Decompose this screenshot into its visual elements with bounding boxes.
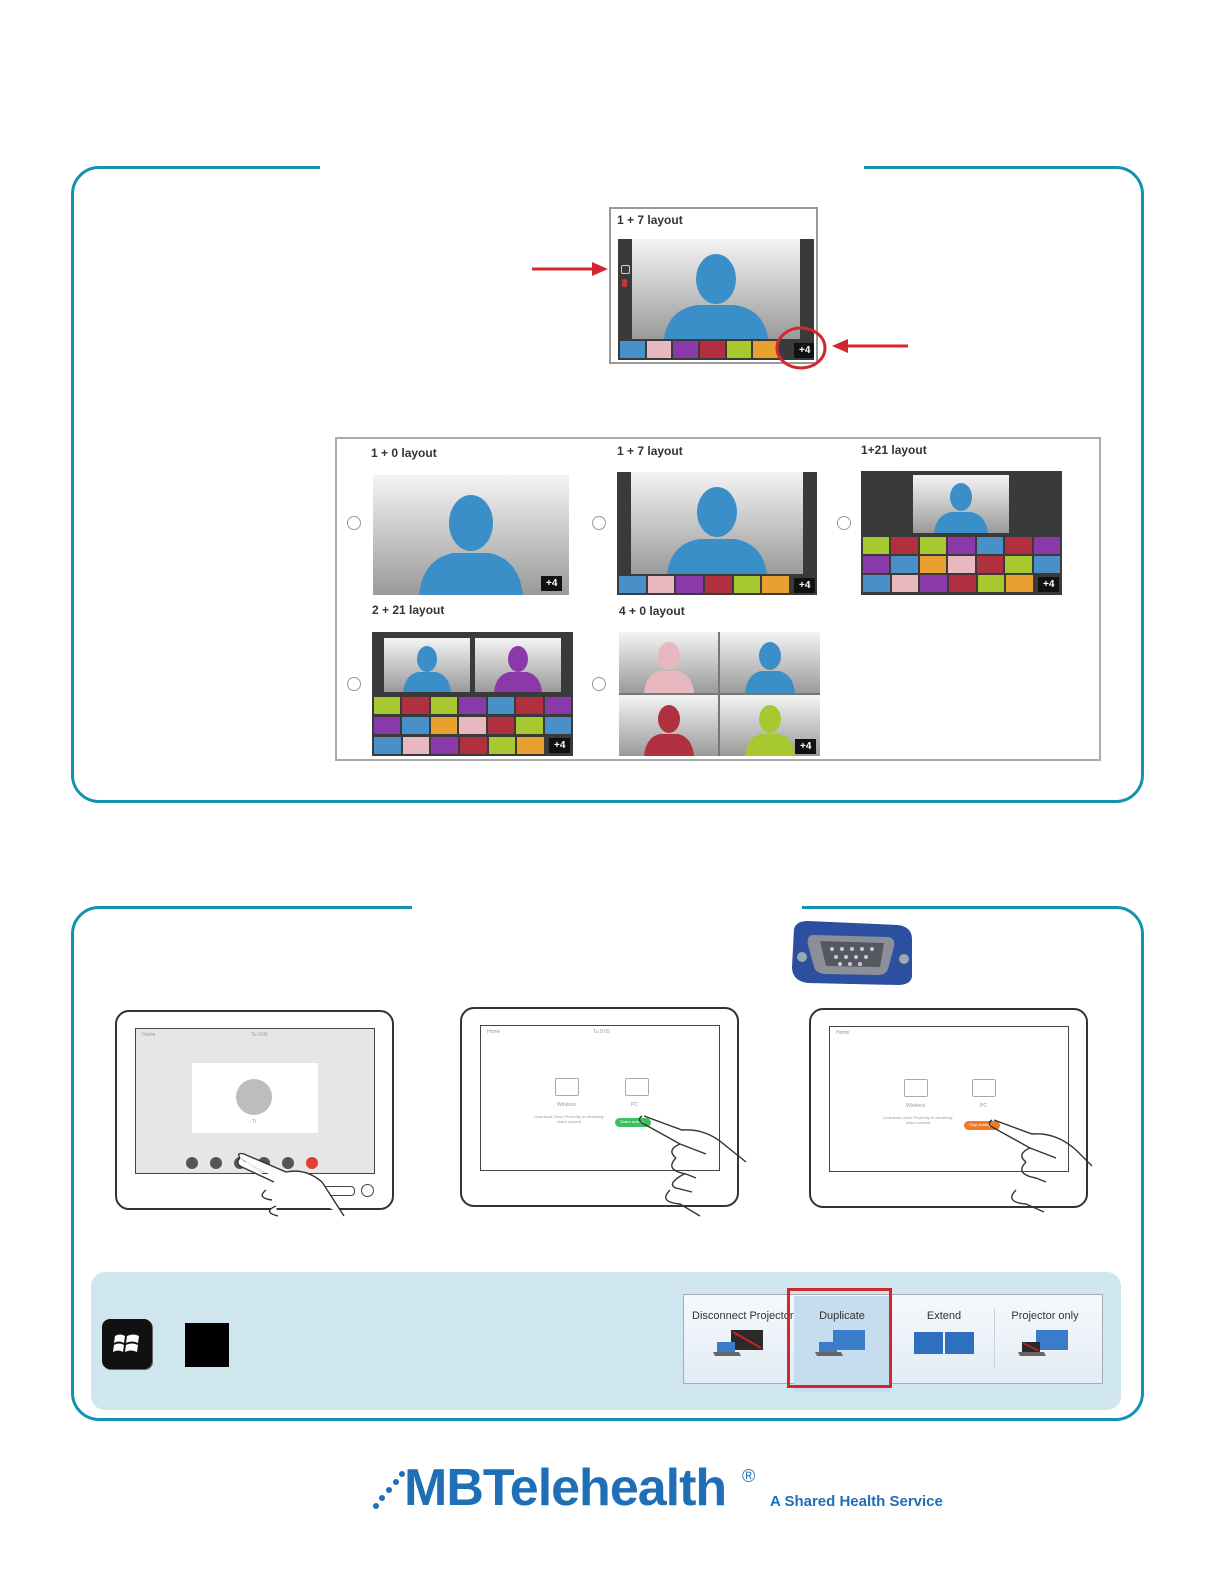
layout-option-radio[interactable] (592, 677, 606, 691)
layout-option-radio[interactable] (592, 516, 606, 530)
overflow-badge: +4 (794, 343, 814, 358)
projector-only-option[interactable]: Projector only (997, 1296, 1093, 1392)
layout-option-title: 2 + 21 layout (372, 603, 445, 617)
person-silhouette-icon (644, 705, 694, 756)
p-key (185, 1323, 229, 1367)
brand-logo: MBTelehealth (404, 1459, 727, 1517)
mic-muted-icon (622, 279, 627, 287)
arrow-right-icon (532, 262, 608, 276)
layout-option-radio[interactable] (347, 677, 361, 691)
wireless-label: Wireless (557, 1102, 577, 1108)
option-divider (994, 1308, 995, 1368)
stop-sharing-button[interactable]: Stop sharing (964, 1121, 1000, 1130)
overflow-badge: +4 (1038, 577, 1060, 592)
person-silhouette-icon (745, 642, 795, 693)
person-silhouette-icon (644, 642, 694, 693)
overflow-badge: +4 (549, 738, 571, 753)
overflow-badge: +4 (794, 578, 816, 593)
brand-tagline: A Shared Health Service (770, 1493, 943, 1510)
highlight-circle-icon (775, 326, 827, 370)
registered-mark: ® (742, 1466, 756, 1486)
status-time: Tu 9:05 (593, 1029, 610, 1035)
status-home: Home (142, 1032, 156, 1038)
status-time: Tu 9:05 (251, 1032, 268, 1038)
layout-option-title: 1 + 0 layout (371, 446, 437, 460)
pc-label: PC (980, 1103, 987, 1109)
person-silhouette-icon (419, 495, 523, 595)
duplicate-highlight-box (787, 1288, 892, 1388)
status-home: Home (836, 1030, 850, 1036)
status-home: Home (487, 1029, 501, 1035)
pc-icon (625, 1078, 649, 1096)
laptop-monitor-icon (815, 1330, 865, 1356)
wireless-label: Wireless (906, 1103, 926, 1109)
share-screen-button[interactable]: Share screen (615, 1118, 651, 1127)
end-call-button[interactable] (306, 1157, 318, 1169)
vga-connector-icon (792, 921, 912, 985)
top-layout-frame: +4 (618, 239, 814, 360)
phone-icon (621, 265, 630, 274)
layout-option-4-0[interactable]: +4 (619, 632, 820, 756)
laptop-monitor-icon (713, 1330, 763, 1356)
dual-monitor-icon (914, 1332, 974, 1354)
brand-dots-icon (373, 1471, 405, 1509)
laptop-monitor-icon (1018, 1330, 1068, 1356)
person-silhouette-icon (664, 254, 768, 339)
avatar (236, 1079, 272, 1115)
windows-logo-icon (113, 1334, 139, 1352)
person-silhouette-icon (403, 646, 451, 692)
windows-key (102, 1319, 152, 1369)
hand-pointer-icon (237, 1152, 345, 1217)
pc-label: PC (631, 1102, 638, 1108)
layout-option-1-21[interactable]: +4 (861, 471, 1062, 595)
layout-option-radio[interactable] (837, 516, 851, 530)
person-silhouette-icon (745, 705, 795, 756)
call-label: Ti (252, 1119, 256, 1125)
layout-option-1-0[interactable]: +4 (373, 475, 569, 595)
proximity-note: Download Cisco Proximity to wirelessly s… (883, 1115, 953, 1125)
person-silhouette-icon (494, 646, 542, 692)
extend-option[interactable]: Extend (896, 1296, 992, 1392)
top-layout-preview: 1 + 7 layout +4 (609, 207, 818, 364)
proximity-note: Download Cisco Proximity to wirelessly s… (534, 1114, 604, 1124)
touch-controller-share: Home Tu 9:05 Wireless PC Download Cisco … (460, 1007, 739, 1207)
overflow-badge: +4 (795, 739, 817, 754)
hand-pointer-icon (638, 1115, 747, 1217)
arrow-left-icon (832, 339, 908, 353)
pc-icon (972, 1079, 996, 1097)
hand-pointer-icon (988, 1119, 1093, 1213)
panel-header-gap (412, 902, 802, 910)
wireless-icon (555, 1078, 579, 1096)
panel-header-gap (320, 162, 864, 170)
layout-option-title: 1+21 layout (861, 443, 927, 457)
layout-option-1-7[interactable]: +4 (617, 472, 817, 595)
layout-option-title: 1 + 7 layout (617, 444, 683, 458)
duplicate-option[interactable]: Duplicate (794, 1296, 890, 1392)
wireless-icon (904, 1079, 928, 1097)
layout-option-title: 4 + 0 layout (619, 604, 685, 618)
person-silhouette-icon (934, 483, 988, 533)
layout-option-radio[interactable] (347, 516, 361, 530)
touch-controller-call: Home Tu 9:05 Ti (115, 1010, 394, 1210)
person-silhouette-icon (667, 487, 767, 574)
top-layout-title: 1 + 7 layout (617, 213, 683, 227)
overflow-badge: +4 (541, 576, 563, 591)
layout-option-2-21[interactable]: +4 (372, 632, 573, 756)
disconnect-projector-option[interactable]: Disconnect Projector (692, 1296, 794, 1392)
